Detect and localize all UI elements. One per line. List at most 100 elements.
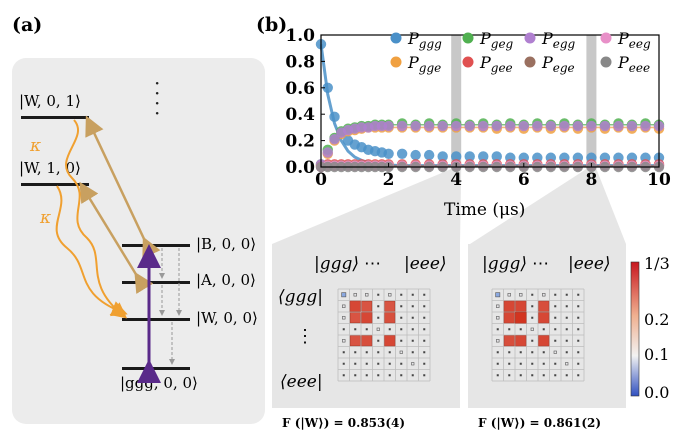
matrix-0-cell-4-6 bbox=[411, 339, 414, 342]
matrix-col-header-left-2: |ggg⟩ bbox=[482, 254, 528, 274]
matrix-0-cell-2-4 bbox=[384, 312, 396, 324]
matrix-1-cell-5-6 bbox=[565, 351, 568, 354]
matrix-1-cell-7-1 bbox=[508, 374, 511, 377]
coupling-arrow-bottom bbox=[79, 181, 154, 295]
point-P_egg-26 bbox=[599, 120, 611, 132]
matrix-0-cell-4-4 bbox=[384, 335, 396, 347]
matrix-1-cell-0-1 bbox=[507, 293, 511, 297]
matrix-col-header-dots-1: ⋯ bbox=[364, 254, 381, 274]
matrix-1-cell-5-2 bbox=[519, 351, 522, 354]
matrix-1-cell-0-3 bbox=[531, 293, 534, 296]
point-P_ggg-12 bbox=[410, 149, 421, 161]
matrix-1-cell-4-7 bbox=[577, 339, 580, 342]
matrix-1-cell-4-5 bbox=[554, 339, 557, 342]
plot-area bbox=[321, 35, 659, 167]
matrix-1-cell-6-1 bbox=[508, 362, 511, 365]
matrix-1-cell-1-0 bbox=[496, 304, 500, 308]
x-tick-label-2: 4 bbox=[450, 170, 462, 190]
matrix-0-cell-6-6 bbox=[411, 362, 415, 366]
matrix-1-cell-6-5 bbox=[554, 362, 557, 365]
matrix-1-cell-2-5 bbox=[554, 316, 557, 319]
matrix-0-cell-5-2 bbox=[365, 351, 368, 354]
fidelity-2: F (|W⟩) = 0.861(2) bbox=[478, 416, 602, 430]
panel-b-label: (b) bbox=[256, 14, 288, 36]
matrix-1-cell-1-6 bbox=[565, 305, 568, 308]
legend-marker-0 bbox=[390, 32, 402, 44]
point-P_egg-1 bbox=[322, 147, 333, 158]
matrix-1-cell-0-6 bbox=[565, 293, 568, 296]
matrix-1-cell-3-5 bbox=[554, 328, 557, 331]
matrix-0-cell-7-7 bbox=[423, 374, 426, 377]
matrix-0-cell-0-2 bbox=[365, 293, 369, 297]
matrix-1-cell-2-3 bbox=[531, 316, 534, 319]
matrix-1-cell-0-7 bbox=[577, 293, 580, 296]
point-P_ggg-17 bbox=[478, 151, 489, 162]
matrix-1-cell-0-5 bbox=[554, 293, 557, 296]
matrix-0-cell-0-6 bbox=[411, 293, 414, 296]
point-P_ggg-11 bbox=[396, 148, 408, 159]
x-tick-label-1: 2 bbox=[383, 170, 395, 190]
matrix-1-cell-6-2 bbox=[519, 362, 522, 365]
matrix-0-cell-0-0 bbox=[341, 292, 347, 298]
matrix-1-cell-4-4 bbox=[538, 335, 550, 347]
matrix-1-cell-2-1 bbox=[503, 312, 515, 324]
matrix-1-cell-6-3 bbox=[531, 362, 534, 365]
colorbar-gradient bbox=[630, 261, 640, 397]
matrix-0-cell-7-3 bbox=[377, 374, 380, 377]
kappa-label-2: κ bbox=[40, 208, 52, 228]
y-tick-label-2: 0.4 bbox=[285, 105, 315, 125]
matrix-1-cell-6-6 bbox=[565, 362, 569, 366]
matrix-0-cell-1-5 bbox=[400, 305, 403, 308]
matrix-0-cell-2-7 bbox=[423, 316, 426, 319]
matrix-0-cell-4-0 bbox=[342, 339, 346, 343]
point-P_egg-24 bbox=[572, 120, 584, 132]
matrix-1-cell-1-2 bbox=[515, 300, 527, 312]
point-P_ggg-10 bbox=[383, 148, 394, 159]
y-tick-label-4: 0.8 bbox=[285, 52, 315, 72]
matrix-0-cell-0-7 bbox=[423, 293, 426, 296]
colorbar-tick-00: 0.0 bbox=[644, 383, 670, 402]
matrix-0-cell-3-6 bbox=[411, 328, 414, 331]
point-P_egg-11 bbox=[396, 120, 408, 132]
matrix-0-cell-6-2 bbox=[365, 362, 368, 365]
matrix-0-cell-4-3 bbox=[377, 339, 380, 342]
transition-arrows bbox=[55, 115, 182, 383]
matrix-1-cell-0-4 bbox=[542, 293, 546, 297]
matrix-1-cell-7-5 bbox=[554, 374, 557, 377]
matrix-1-cell-2-2 bbox=[514, 311, 527, 324]
matrix-1-cell-0-2 bbox=[519, 293, 523, 297]
matrix-1-cell-7-0 bbox=[496, 374, 499, 377]
matrix-0-cell-7-5 bbox=[400, 374, 403, 377]
point-P_ggg-16 bbox=[464, 151, 475, 162]
matrix-1-cell-5-0 bbox=[496, 351, 499, 354]
point-P_egg-21 bbox=[532, 120, 543, 132]
x-tick-label-3: 6 bbox=[518, 170, 530, 190]
matrix-1-cell-5-3 bbox=[531, 351, 534, 354]
level-w01-label: |W, 0, 1⟩ bbox=[19, 92, 81, 110]
y-tick-label-3: 0.6 bbox=[285, 79, 315, 99]
y-tick-label-5: 1.0 bbox=[285, 26, 315, 46]
matrix-1-cell-7-6 bbox=[565, 374, 568, 377]
matrix-1-cell-5-1 bbox=[508, 351, 511, 354]
matrix-1-cell-3-6 bbox=[565, 328, 568, 331]
y-tick-label-1: 0.2 bbox=[285, 132, 315, 152]
matrix-0-cell-6-3 bbox=[377, 362, 380, 365]
matrix-1-cell-1-5 bbox=[554, 305, 557, 308]
level-b00-label: |B, 0, 0⟩ bbox=[196, 235, 257, 253]
matrix-1-cell-4-0 bbox=[496, 339, 500, 343]
zoom-wedge-1 bbox=[272, 169, 462, 244]
point-P_egg-23 bbox=[559, 120, 570, 132]
colorbar-tick-02: 0.2 bbox=[644, 310, 670, 329]
matrix-0-cell-5-4 bbox=[388, 351, 391, 354]
fidelity-1: F (|W⟩) = 0.853(4) bbox=[282, 416, 406, 430]
matrix-0-cell-0-1 bbox=[353, 293, 357, 297]
kappa-label-1: κ bbox=[30, 136, 42, 156]
matrix-1-cell-6-0 bbox=[496, 362, 499, 365]
matrix-1-cell-5-5 bbox=[553, 350, 557, 354]
point-P_egg-16 bbox=[464, 120, 475, 132]
matrix-1-cell-3-4 bbox=[542, 328, 545, 331]
level-a00-label: |A, 0, 0⟩ bbox=[196, 271, 256, 289]
level-w00-label: |W, 0, 0⟩ bbox=[196, 309, 258, 327]
point-P_ggg-14 bbox=[437, 151, 448, 162]
matrix-1-cell-2-4 bbox=[538, 312, 550, 324]
